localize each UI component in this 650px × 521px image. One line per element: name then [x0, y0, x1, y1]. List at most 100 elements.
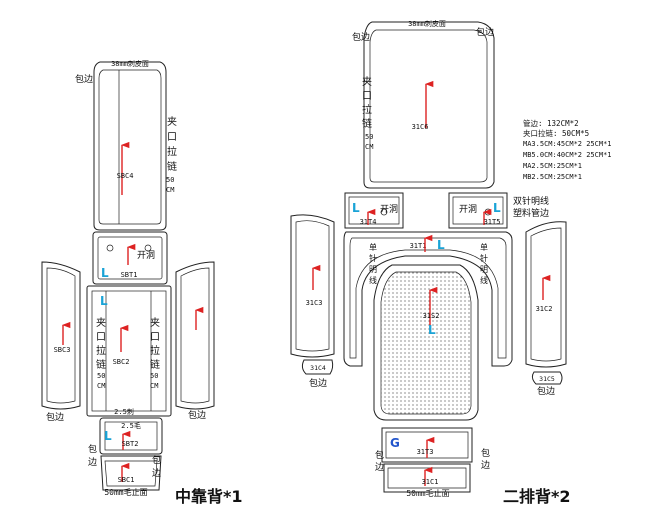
piece-sbc3: SBC3: [41, 261, 81, 410]
note-6: MB2.5CM:25CM*1: [523, 173, 582, 181]
31c4-part-id: 31C4: [310, 364, 326, 372]
sbc1-right-bao: 包: [152, 454, 161, 466]
notes-block: 管边: 132CM*2 夹口拉链: 50CM*5 MA3.5CM:45CM*2 …: [523, 118, 612, 181]
31t3-bao-right: 包: [481, 447, 490, 459]
31c3-part-id: 31C3: [306, 299, 323, 307]
sbc1-bian: 边: [88, 457, 97, 468]
sbc2-left-cm: CM: [97, 382, 105, 390]
sbc2-part-id: SBC2: [113, 358, 130, 366]
piece-31s2: 31S2 L: [373, 264, 479, 421]
sbc2-right-50: 50: [150, 372, 158, 380]
sbc2-zip-left-4: 链: [96, 358, 106, 371]
31t3-bao-left: 包: [375, 449, 384, 461]
sbc4-zip-char-2: 口: [167, 132, 177, 143]
piece-left-right-side: [175, 261, 215, 410]
31t1-danzhen-r-1: 单: [480, 242, 488, 252]
sbc1-right-bian: 边: [152, 468, 161, 479]
31t1-danzhen-l-2: 针: [369, 253, 377, 263]
sbc4-zip-char-3: 拉: [167, 145, 177, 158]
31t1-danzhen-r-4: 线: [480, 275, 488, 285]
31t1-danzhen-r-3: 明: [480, 265, 488, 274]
31t4-kaidong: 开洞: [380, 204, 398, 215]
31c4-baobian: 包边: [309, 377, 327, 389]
sbc2-zip-left-1: 夹: [96, 316, 106, 329]
31t4-L-marker: L: [352, 201, 360, 215]
sbc4-len-50: 50: [166, 176, 174, 184]
31c6-zip-char-1: 夹: [362, 75, 372, 88]
sbc4-zip-char-4: 链: [167, 160, 177, 173]
piece-31c3: 31C3: [290, 214, 335, 358]
piece-31c6: 38mm刺皮面 31C6 夹 口 拉 链 50 CM: [362, 19, 495, 189]
31t5-part-id: 31T5: [484, 218, 501, 226]
31t1-L-marker: L: [437, 238, 445, 252]
right-pattern-group: 38mm刺皮面 31C6 夹 口 拉 链 50 CM 包边 包边 管边: 132…: [290, 19, 612, 506]
left-pattern-group: 38mm刺皮面 SBC4 夹 口 拉 链 50 CM 包边 开洞 L SBT1: [41, 59, 243, 506]
31c1-part-id: 31C1: [422, 478, 439, 486]
31c6-zip-char-2: 口: [362, 91, 372, 102]
piece-sbc1: SBC1 50mm毛止面: [100, 455, 162, 497]
sbc1-bao: 包: [88, 443, 97, 455]
31c6-len-50: 50: [365, 133, 373, 141]
sbc2-zip-right-4: 链: [150, 358, 160, 371]
sbc2-zip-left-2: 口: [96, 332, 106, 343]
piece-31t1: 31T1 L 单 针 明 线 单 针 明 线: [343, 231, 513, 367]
31t3-part-id: 31T3: [417, 448, 434, 456]
31t1-danzhen-l-1: 单: [369, 242, 377, 252]
sbc4-zip-char-1: 夹: [167, 115, 177, 128]
shuangzhen-line-1: 双针明线: [513, 195, 549, 207]
sbc2-bottom-25: 2.5刺: [114, 407, 134, 416]
31s2-part-id: 31S2: [423, 312, 440, 320]
31t5-L-marker: L: [493, 201, 501, 215]
sbc2-zip-right-1: 夹: [150, 316, 160, 329]
31t3-G-marker: G: [390, 436, 400, 450]
31t1-danzhen-l-4: 线: [369, 275, 377, 285]
31c6-part-id: 31C6: [412, 123, 429, 131]
31c6-zip-char-3: 拉: [362, 103, 372, 116]
31c6-zip-char-4: 链: [362, 117, 372, 130]
31t3-bian-right: 边: [481, 460, 490, 471]
sbc2-L-marker: L: [100, 294, 108, 308]
31c6-top-label: 38mm刺皮面: [408, 19, 446, 28]
note-3: MA3.5CM:45CM*2 25CM*1: [523, 140, 612, 148]
31t4-part-id: 31T4: [360, 218, 377, 226]
piece-sbc2: L SBC2 夹 口 拉 链 50 CM 夹 口 拉 链 50 CM 2.5刺: [86, 285, 172, 417]
note-1: 管边: 132CM*2: [523, 118, 579, 128]
sbc1-part-id: SBC1: [118, 476, 135, 484]
piece-31c4: 31C4: [301, 359, 334, 375]
31t1-danzhen-r-2: 针: [480, 253, 488, 263]
sbc2-zip-right-2: 口: [150, 332, 160, 343]
piece-sbt2: 2.5毛 L SBT2: [99, 417, 163, 455]
caption-right: 二排背*2: [503, 487, 571, 506]
31t1-part-id: 31T1: [410, 242, 427, 250]
sbt1-part-id: SBT1: [121, 271, 138, 279]
piece-sbt1: 开洞 L SBT1: [92, 231, 168, 285]
31c5-part-id: 31C5: [539, 375, 555, 383]
31c6-baobian-right: 包边: [476, 26, 494, 38]
sbc1-bottom-label: 50mm毛止面: [104, 487, 147, 497]
sbc2-left-50: 50: [97, 372, 105, 380]
piece-31c5: 31C5: [531, 371, 563, 385]
sbc4-top-label: 38mm刺皮面: [111, 59, 149, 68]
piece-31t3: G 31T3: [381, 427, 473, 463]
sbt2-mao-25: 2.5毛: [121, 421, 141, 430]
31t3-bian-left: 边: [375, 462, 384, 473]
piece-31t4: L 开洞 31T4: [344, 192, 404, 229]
31t5-kaidong: 开洞: [459, 204, 477, 215]
31c1-bottom-label: 50mm毛止面: [406, 488, 449, 498]
piece-31t5: 开洞 L 31T5: [448, 192, 508, 229]
piece-31c2: 31C2: [525, 221, 567, 368]
31c6-len-cm: CM: [365, 143, 373, 151]
right-side-baobian: 包边: [188, 409, 206, 421]
31c2-part-id: 31C2: [536, 305, 553, 313]
sbc2-zip-left-3: 拉: [96, 344, 106, 357]
31t1-danzhen-l-3: 明: [369, 265, 377, 274]
sbc2-zip-right-3: 拉: [150, 344, 160, 357]
sbt1-kaidong: 开洞: [137, 250, 155, 261]
sbc2-right-cm: CM: [150, 382, 158, 390]
shuangzhen-line-2: 塑料管边: [513, 207, 549, 219]
sbc3-part-id: SBC3: [54, 346, 71, 354]
sbt1-L-marker: L: [101, 266, 109, 280]
note-5: MA2.5CM:25CM*1: [523, 162, 582, 170]
left-baobian-top: 包边: [75, 73, 93, 85]
sbc3-baobian: 包边: [46, 411, 64, 423]
